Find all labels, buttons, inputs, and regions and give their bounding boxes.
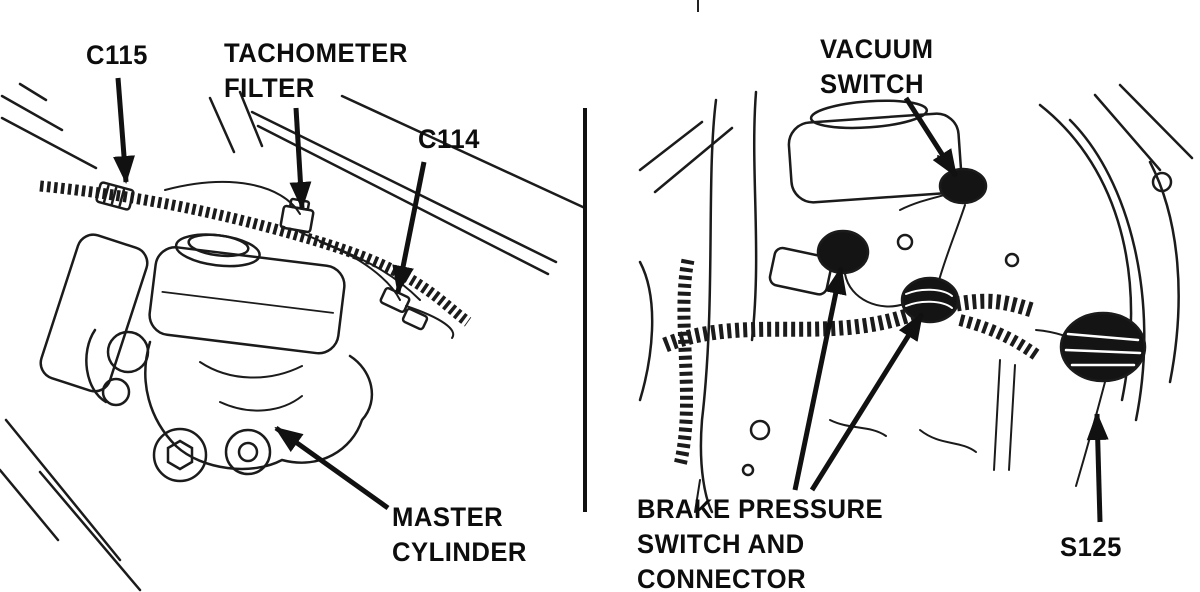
callout-label-master-cylinder: MASTER CYLINDER	[392, 502, 527, 567]
left-panel-art	[0, 82, 587, 592]
arrow-s125	[1086, 412, 1109, 523]
connector-c114-drawing	[379, 286, 429, 331]
s125-splice-drawing	[1059, 311, 1147, 383]
engine-outline-lines	[638, 90, 963, 514]
arrow-brake-pressure-connector	[809, 312, 925, 492]
arrow-brake-pressure-switch	[792, 266, 847, 491]
cowl-edge-lines	[0, 82, 264, 170]
master-cylinder-drawing	[85, 233, 374, 483]
connector-c115-drawing	[95, 181, 135, 211]
engine-detail-marks	[741, 233, 1020, 477]
callout-arrows	[113, 77, 1109, 523]
arrow-tachometer-filter	[289, 107, 312, 210]
callout-label-vacuum-switch: VACUUM SWITCH	[820, 34, 934, 99]
bracket-panel-lines	[0, 233, 149, 592]
arrow-vacuum-switch	[903, 96, 959, 178]
callout-label-s125: S125	[1060, 532, 1122, 562]
corrugated-hoses	[662, 258, 1042, 467]
callout-label-c115: C115	[86, 40, 148, 70]
callout-label-tachometer-filter: TACHOMETER FILTER	[224, 38, 408, 103]
arrow-c114	[392, 161, 427, 294]
brace-rod-lines	[250, 94, 587, 276]
callout-label-c114: C114	[418, 124, 480, 154]
tachometer-filter-drawing	[279, 197, 315, 234]
arrow-master-cylinder	[274, 425, 390, 511]
right-panel-art	[638, 83, 1194, 514]
brake-pressure-switch-drawing	[816, 229, 960, 324]
fender-arc-lines	[1038, 83, 1194, 422]
callout-label-brake-pressure-switch: BRAKE PRESSURE SWITCH AND CONNECTOR	[637, 494, 884, 592]
arrow-c115	[113, 77, 135, 184]
